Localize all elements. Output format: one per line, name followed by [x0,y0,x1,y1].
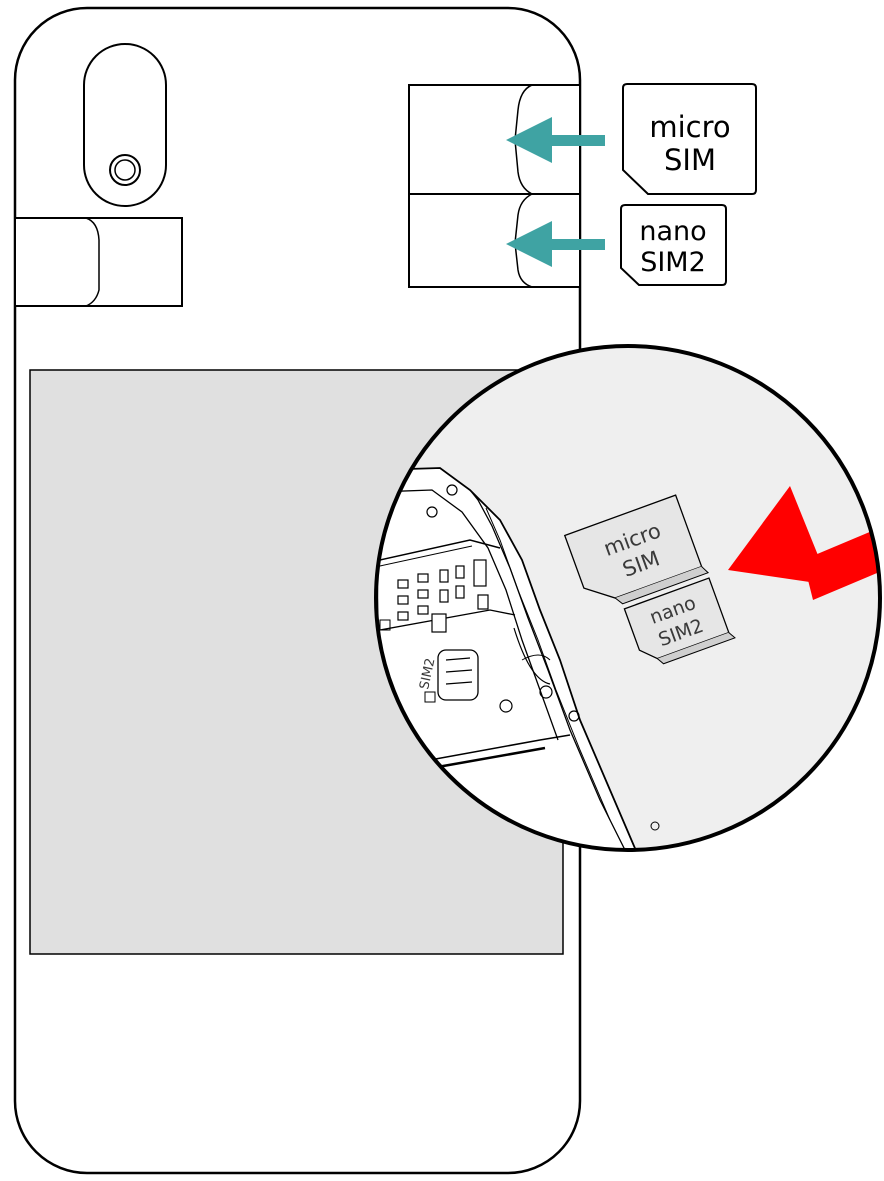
arrow-left-icon [506,221,605,267]
arrow-left-icon [506,117,605,163]
micro-sim-label-line1: micro [649,110,730,144]
zoom-micro-sim-card: micro SIM [563,494,710,605]
nano-sim-label-line1: nano [639,216,706,247]
micro-sim-label-line2: SIM [664,143,716,177]
tray-label-sim2: SIM2 [417,657,438,691]
nano-sim-label-line2: SIM2 [640,247,706,278]
contact-pads [397,559,489,633]
camera-module [83,43,167,207]
zoom-nano-sim-card: nano SIM2 [623,577,736,665]
left-slot-curve [85,217,100,307]
zoom-detail: SIM2 micro SIM nano [374,344,882,852]
camera-lens-icon [109,154,141,186]
camera-lens-inner [114,159,136,181]
sim-tray-frame [376,467,642,850]
zoom-circle-border [374,344,882,852]
arrow-down-left-icon [728,486,880,600]
nano-sim-card [620,204,727,286]
micro-sim-card [622,83,757,195]
